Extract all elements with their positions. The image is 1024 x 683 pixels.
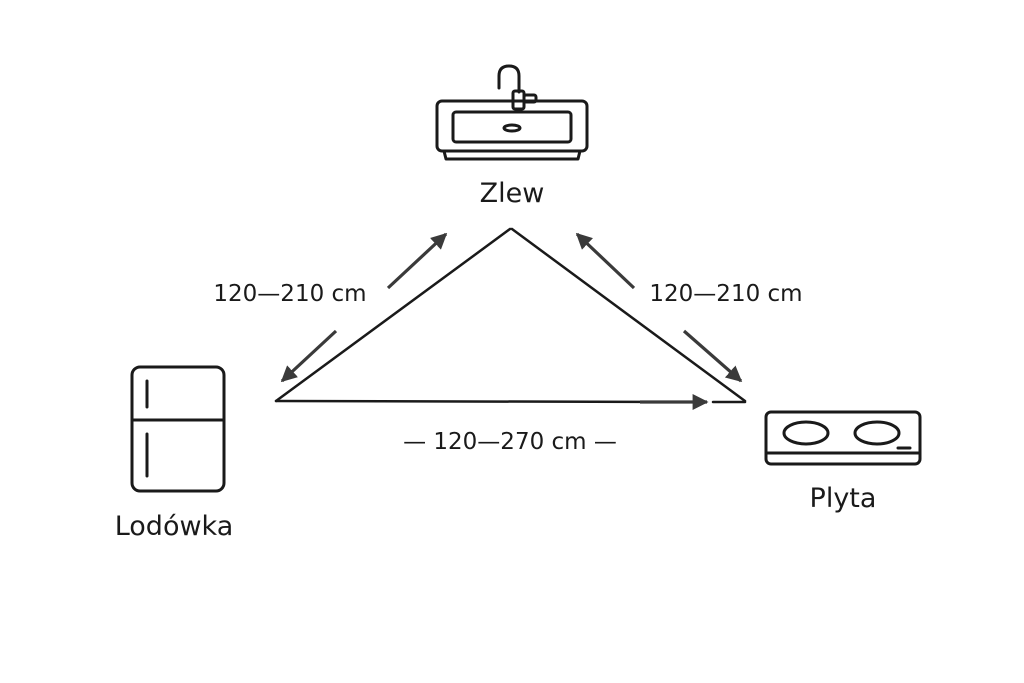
distance-label-fridge-sink: 120—210 cm bbox=[213, 281, 366, 307]
cooktop-label: Plyta bbox=[810, 483, 877, 514]
distance-arrows bbox=[280, 232, 743, 383]
fridge-label: Lodówka bbox=[115, 511, 234, 542]
distance-label-sink-stove: 120—210 cm bbox=[649, 281, 802, 307]
sink-icon bbox=[435, 64, 589, 161]
sink-label: Zlew bbox=[480, 178, 545, 209]
work-triangle bbox=[274, 227, 747, 404]
arrow-fridge-sink-lower bbox=[280, 329, 338, 383]
triangle-edge-fridge-stove bbox=[274, 399, 692, 404]
triangle-edge-sink-stove bbox=[510, 227, 747, 403]
arrow-sink-stove-upper bbox=[575, 232, 636, 290]
arrow-sink-stove-lower bbox=[682, 329, 743, 383]
fridge-icon bbox=[130, 365, 226, 493]
cooktop-icon bbox=[764, 410, 922, 466]
distance-label-fridge-stove: — 120—270 cm — bbox=[403, 429, 617, 455]
triangle-edge-fridge-sink bbox=[274, 227, 512, 403]
arrow-fridge-sink-upper bbox=[386, 232, 448, 290]
